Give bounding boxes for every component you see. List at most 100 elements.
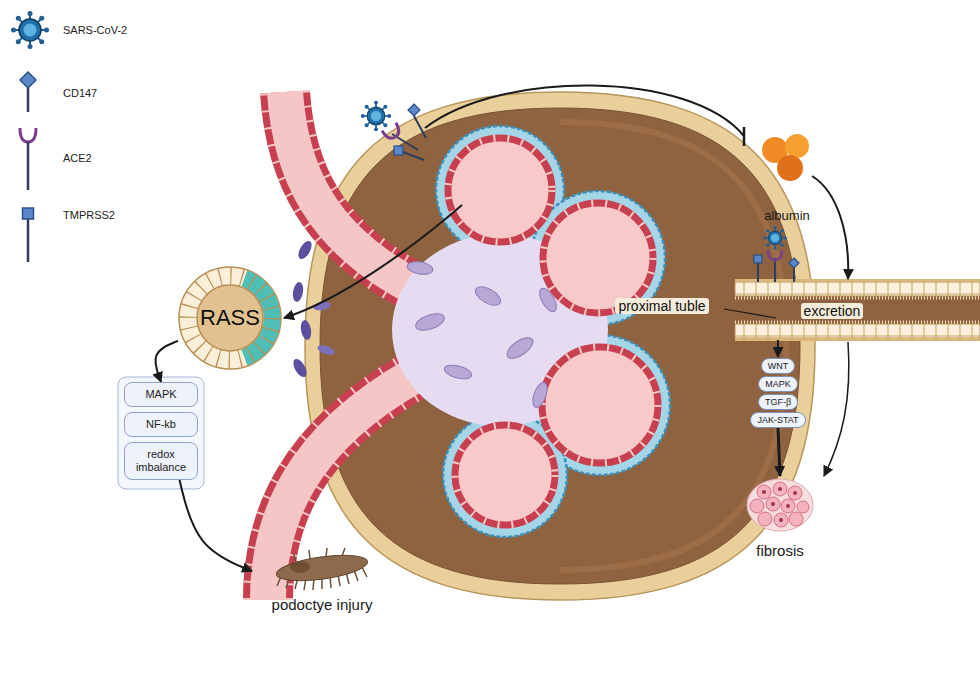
- fibrotic-cells: [750, 482, 809, 527]
- albumin-icon: [785, 134, 809, 158]
- fibrotic-cell: [774, 513, 788, 527]
- arteriole-cells: [285, 92, 420, 290]
- capillary-loop: [543, 203, 653, 313]
- legend-entry: SARS-CoV-2: [63, 23, 127, 37]
- legend-text: TMPRSS2: [63, 209, 115, 221]
- node-text: podoctye injury: [272, 596, 373, 614]
- inhibition-line: [425, 85, 744, 136]
- cell-nucleus: [786, 504, 790, 508]
- receptor-stem: [757, 263, 759, 282]
- connector-arrow: [778, 428, 780, 476]
- cell-nucleus: [771, 502, 775, 506]
- fibrotic-cell: [757, 485, 771, 499]
- node-text: MAPK: [129, 388, 193, 401]
- pathway-box: NF-kb: [124, 412, 198, 437]
- fibrotic-cell: [750, 499, 764, 513]
- cell-nucleus: [779, 518, 783, 522]
- structure-label: proximal tuble: [615, 298, 708, 315]
- receptor-stem: [27, 219, 30, 262]
- mesangial-cell: [536, 286, 559, 315]
- cell-borders: [188, 276, 272, 360]
- node-text: albumin: [764, 208, 810, 224]
- label-text: proximal tuble: [615, 298, 708, 314]
- legend-text: CD147: [63, 87, 97, 99]
- mesangial-cell: [504, 334, 537, 363]
- legend-entry: CD147: [63, 86, 97, 100]
- activation-arrow: [284, 205, 462, 318]
- node-text: JAK-STAT: [757, 415, 798, 425]
- albumin-icon: [777, 155, 803, 181]
- fibrotic-cell: [766, 497, 780, 511]
- tubule-lumen: [197, 285, 263, 351]
- receptor-stem: [27, 142, 30, 190]
- legend-ace2-icon: [20, 128, 36, 142]
- receptor-stem: [774, 258, 776, 282]
- lacis-cell: [291, 281, 304, 302]
- legend-text: SARS-CoV-2: [63, 24, 127, 36]
- cell-nucleus: [778, 487, 782, 491]
- lacis-cell: [299, 319, 312, 340]
- capillary-loop: [455, 425, 555, 525]
- sars-cov-2-virus: [763, 226, 787, 250]
- receptor-stem: [414, 116, 426, 138]
- bowman-capsule: [305, 92, 815, 600]
- tmprss2-receptor: [394, 146, 403, 155]
- signal-arrow: [777, 340, 779, 357]
- leader-line: [724, 309, 776, 318]
- tubule-lumen: [735, 282, 980, 338]
- pathway-pill: JAK-STAT: [750, 412, 805, 428]
- fibrotic-cell: [797, 501, 809, 513]
- fibrotic-cell: [788, 486, 802, 500]
- mesangial-cell: [443, 363, 473, 382]
- endothelial-cells: [543, 203, 653, 313]
- capillary-loop: [542, 347, 658, 463]
- node-text: NF-kb: [129, 418, 193, 431]
- excretion-arrow: [824, 342, 849, 476]
- node-text: WNT: [768, 361, 789, 371]
- endothelial-cells: [542, 347, 658, 463]
- fibrosis-figure: fibrosis: [740, 476, 820, 560]
- lacis-cell: [316, 343, 336, 357]
- albumin-figure: albumin: [748, 128, 826, 224]
- mesangial-cell: [414, 310, 447, 333]
- legend-tmprss2-icon: [23, 208, 34, 219]
- cell-nucleus: [793, 491, 797, 495]
- podocyte-nucleus: [290, 561, 310, 573]
- fibrotic-cell: [789, 512, 803, 526]
- arteriole-lumen: [285, 92, 420, 290]
- fibrosis-tissue: [747, 479, 813, 531]
- pathway-pill: MAPK: [758, 376, 798, 392]
- podocyte-figure: podoctye injury: [252, 548, 392, 614]
- fibrotic-cell: [758, 512, 772, 526]
- afferent-arteriole: [285, 92, 420, 290]
- cd147-receptor: [408, 104, 420, 116]
- cell-nucleus: [762, 490, 766, 494]
- juxtaglomerular-circle: RASS: [178, 266, 282, 370]
- receptor-stem: [793, 268, 795, 282]
- endothelial-cells: [455, 425, 555, 525]
- cd147-receptor: [789, 258, 799, 268]
- node-text: MAPK: [765, 379, 791, 389]
- connector-arrow: [180, 480, 253, 571]
- node-text: redox imbalance: [129, 448, 193, 474]
- node-text: TGF-β: [765, 397, 791, 407]
- pathway-pill: WNT: [761, 358, 796, 374]
- node-text: RASS: [200, 305, 260, 331]
- legend-text: ACE2: [63, 152, 92, 164]
- legend-cd147-icon: [20, 72, 36, 88]
- tubule-outline: [179, 267, 281, 369]
- receptor-stem: [403, 152, 424, 160]
- node-text: fibrosis: [756, 542, 804, 560]
- pathway-box: redox imbalance: [124, 442, 198, 480]
- legend-entry: TMPRSS2: [63, 208, 115, 222]
- mesangial-cell: [406, 260, 434, 276]
- tubule-cells: [735, 282, 980, 296]
- inhibition-bar: [743, 127, 746, 146]
- arteriole-cells: [268, 375, 415, 600]
- tubule-wall: [735, 281, 980, 340]
- endothelial-cells: [448, 138, 552, 242]
- mesangial-cell: [530, 381, 550, 410]
